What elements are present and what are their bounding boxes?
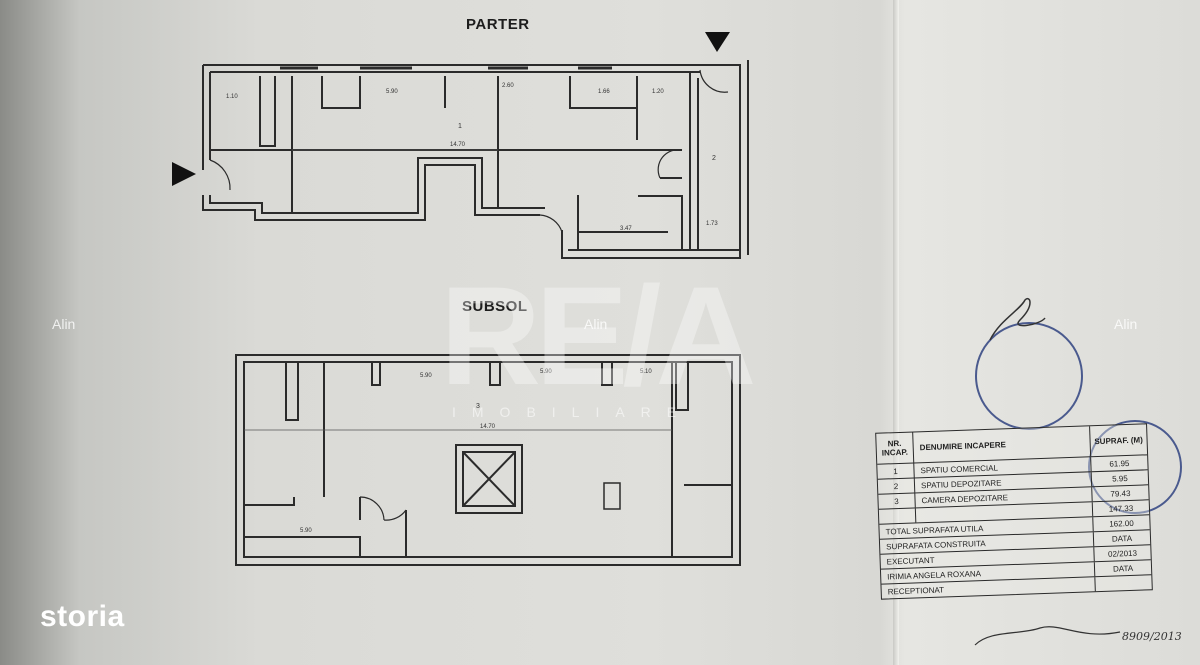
official-stamp-1 xyxy=(975,322,1083,430)
watermark-alin-right: Alin xyxy=(1114,316,1138,332)
parter-dim-6: 14.70 xyxy=(450,142,466,148)
area-legend-table: NR. INCAP. DENUMIRE INCAPERE SUPRAF. (M)… xyxy=(875,423,1153,600)
legend-row-area: 5.95 xyxy=(1111,473,1128,484)
watermark-alin-left: Alin xyxy=(52,316,76,332)
legend-recep-blank xyxy=(1095,575,1151,591)
parter-dim-4: 1.66 xyxy=(598,89,610,95)
legend-row-nr: 2 xyxy=(877,478,916,494)
legend-recep-date: DATA xyxy=(1112,563,1134,574)
subsol-dim-5: 5.90 xyxy=(300,528,312,534)
legend-row-area: 147.33 xyxy=(1108,503,1134,514)
parter-dim-2: 5.90 xyxy=(386,89,398,95)
parter-room-1: 1 xyxy=(458,123,462,130)
legend-header-name: DENUMIRE INCAPERE xyxy=(913,426,1092,463)
subsol-dim-4: 14.70 xyxy=(480,424,496,430)
subsol-dim-2: 5.90 xyxy=(540,369,552,375)
legend-header-nr: NR. INCAP. xyxy=(876,432,915,464)
signature-number: 8909/2013 xyxy=(1122,630,1182,643)
legend-row-area: 61.95 xyxy=(1109,458,1130,469)
legend-row-nr: 1 xyxy=(877,463,915,479)
legend-header-area: SUPRAF. (M) xyxy=(1094,434,1143,446)
parter-dim-3: 2.60 xyxy=(502,83,514,89)
parter-dim-7: 3.47 xyxy=(620,226,632,232)
brand-logo: storia xyxy=(40,600,125,633)
legend-row-area: 79.43 xyxy=(1110,488,1131,499)
subsol-title: SUBSOL xyxy=(462,298,528,315)
parter-dim-1: 1.10 xyxy=(226,94,238,100)
watermark-sub: IMOBILIARE xyxy=(452,404,693,420)
entrance-arrow-top xyxy=(705,32,730,52)
subsol-dim-1: 5.90 xyxy=(420,373,432,379)
official-stamp-2 xyxy=(1088,420,1182,514)
subsol-room-3: 3 xyxy=(476,403,480,410)
watermark-alin-center: Alin xyxy=(584,316,608,332)
parter-room-2: 2 xyxy=(712,155,716,162)
watermark-logo: RE/A xyxy=(440,257,756,414)
parter-title: PARTER xyxy=(466,16,530,33)
legend-constr-value: DATA xyxy=(1111,533,1133,544)
legend-exec-date: 02/2013 xyxy=(1107,548,1138,559)
legend-row-nr: 3 xyxy=(878,493,916,509)
legend-row-nr xyxy=(878,508,917,524)
subsol-walls xyxy=(235,354,741,566)
subsol-dim-3: 5.10 xyxy=(640,369,652,375)
parter-dim-8: 1.73 xyxy=(706,221,718,227)
legend-total-value: 162.00 xyxy=(1109,518,1134,529)
paper-fold xyxy=(893,0,899,665)
subsol-shaft xyxy=(455,444,523,514)
parter-walls xyxy=(202,60,749,259)
parter-dim-5: 1.20 xyxy=(652,89,664,95)
entrance-arrow-left xyxy=(172,162,196,186)
